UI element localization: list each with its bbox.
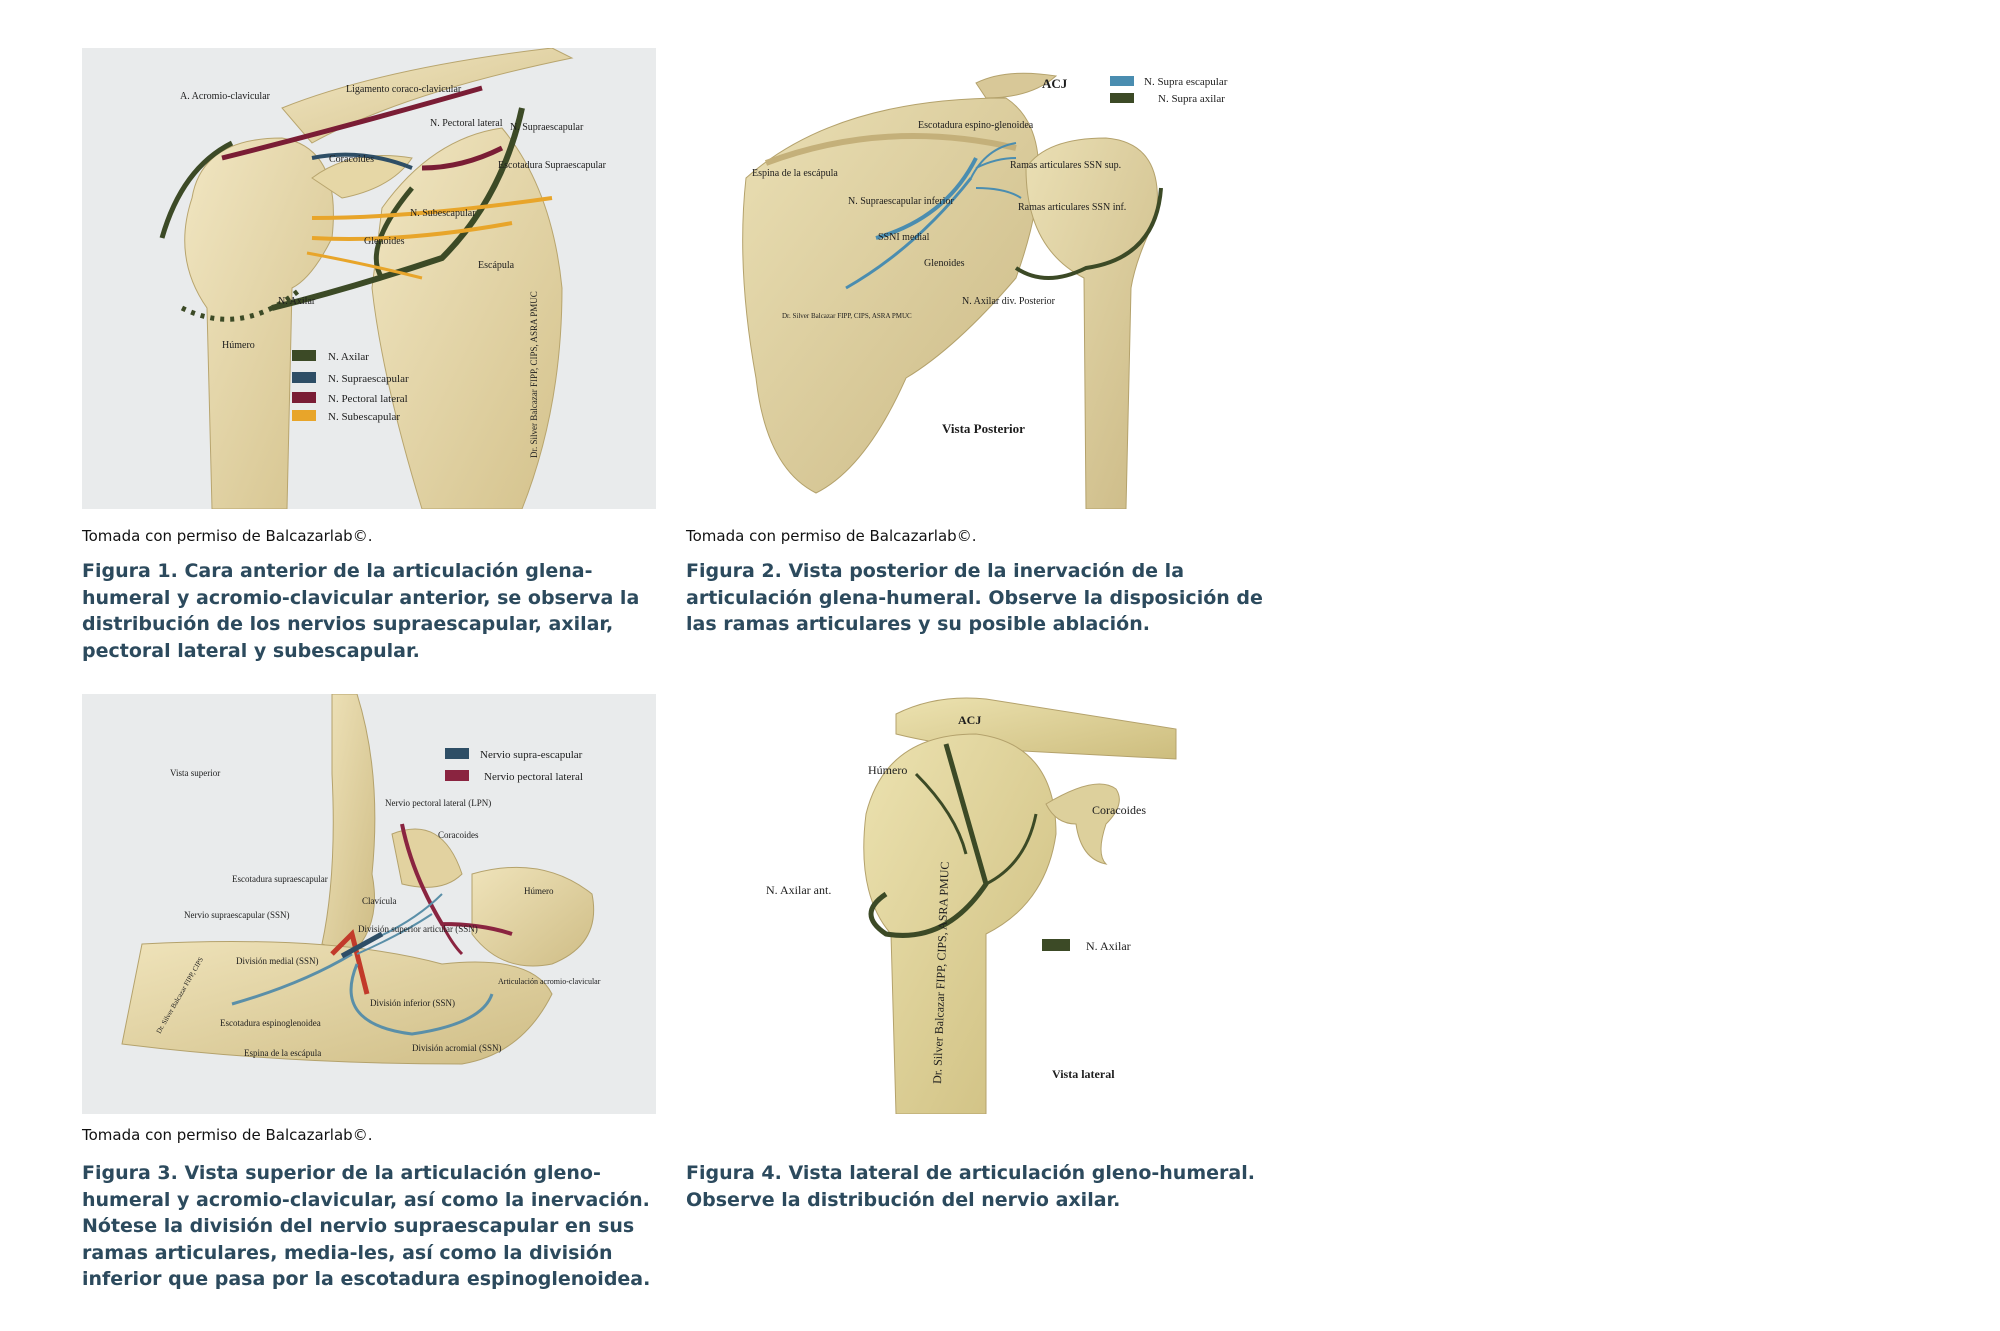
figure-3-image: Vista superior Nervio pectoral lateral (… (82, 694, 656, 1114)
label-escotadura: Escotadura Supraescapular (498, 160, 607, 171)
label-supra-inf: N. Supraescapular inferior (848, 196, 954, 207)
label-coracoides: Coracoides (438, 830, 479, 840)
label-div-medial: División medial (SSN) (236, 956, 319, 966)
label-pectoral: Nervio pectoral lateral (LPN) (385, 798, 491, 808)
label-coracoides: Coracoides (1092, 803, 1146, 817)
legend-swatch (1110, 93, 1134, 103)
caption-label: Figura 4. (686, 1162, 782, 1184)
figure-2-image: ACJ Escotadura espino-glenoidea Espina d… (686, 48, 1260, 509)
caption-label: Figura 1. (82, 560, 178, 582)
label-div-inf: División inferior (SSN) (370, 998, 455, 1008)
label-escotadura: Escotadura espino-glenoidea (918, 120, 1034, 131)
caption-label: Figura 3. (82, 1162, 178, 1184)
legend-swatch (292, 350, 316, 361)
legend-label: N. Pectoral lateral (328, 393, 408, 405)
label-ramas-sup: Ramas articulares SSN sup. (1010, 160, 1121, 171)
label-humero: Húmero (868, 763, 907, 777)
label-pectoral: N. Pectoral lateral (430, 118, 503, 129)
caption-label: Figura 2. (686, 560, 782, 582)
label-vista: Vista Posterior (942, 421, 1025, 436)
label-ligamento: Ligamento coraco-clavicular (346, 84, 462, 95)
legend-label: N. Supra escapular (1144, 76, 1228, 88)
label-glenoides: Glenoides (924, 258, 965, 269)
figure-4-caption: Figura 4. Vista lateral de articulación … (686, 1160, 1276, 1213)
label-escapula: Escápula (478, 260, 515, 271)
label-escotadura-espino: Escotadura espinoglenoidea (220, 1018, 321, 1028)
figure-2-caption: Figura 2. Vista posterior de la inervaci… (686, 558, 1276, 638)
watermark: Dr. Silver Balcazar FIPP, CIPS, ASRA PMU… (529, 291, 539, 458)
legend-swatch (445, 770, 469, 781)
label-subescapular: N. Subescapular (410, 208, 476, 219)
figure-1-image: A. Acromio-clavicular Ligamento coraco-c… (82, 48, 656, 509)
figure-2-credit: Tomada con permiso de Balcazarlab©. (686, 527, 977, 545)
figure-1-credit: Tomada con permiso de Balcazarlab©. (82, 527, 373, 545)
label-ramas-inf: Ramas articulares SSN inf. (1018, 202, 1126, 213)
label-coracoides: Coracoides (329, 154, 374, 165)
legend-label: N. Supra axilar (1158, 93, 1225, 105)
legend-label: Nervio supra-escapular (480, 749, 583, 761)
label-acromio: A. Acromio-clavicular (180, 91, 271, 102)
label-espina: Espina de la escápula (752, 168, 838, 179)
legend-label: Nervio pectoral lateral (484, 771, 583, 783)
label-supraescapular: N. Supraescapular (510, 122, 584, 133)
label-axilar-ant: N. Axilar ant. (766, 883, 831, 897)
caption-text: Cara anterior de la articulación glena-h… (82, 560, 640, 662)
caption-text: Vista superior de la articulación gleno-… (82, 1162, 651, 1290)
legend-swatch (292, 372, 316, 383)
figure-3-credit: Tomada con permiso de Balcazarlab©. (82, 1126, 373, 1144)
legend-swatch (1042, 939, 1070, 951)
watermark: Dr. Silver Balcazar FIPP, CIPS, ASRA PMU… (782, 312, 912, 320)
caption-text: Vista lateral de articulación gleno-hume… (686, 1162, 1255, 1211)
label-humero: Húmero (524, 886, 554, 896)
figure-1-caption: Figura 1. Cara anterior de la articulaci… (82, 558, 672, 664)
label-acj: ACJ (1042, 76, 1068, 91)
caption-text: Vista posterior de la inervación de la a… (686, 560, 1263, 635)
legend-label: N. Axilar (328, 351, 369, 363)
label-espina: Espina de la escápula (244, 1048, 321, 1058)
label-escotadura-supra: Escotadura supraescapular (232, 874, 328, 884)
figure-4-image: ACJ Húmero Coracoides N. Axilar ant. Dr.… (686, 694, 1260, 1114)
legend-label: N. Subescapular (328, 411, 400, 423)
label-vista: Vista superior (170, 768, 220, 778)
label-vista: Vista lateral (1052, 1067, 1115, 1081)
label-axilar-post: N. Axilar div. Posterior (962, 296, 1056, 307)
legend-label: N. Supraescapular (328, 373, 409, 385)
label-div-acromial: División acromial (SSN) (412, 1043, 502, 1053)
label-ssni: SSNI medial (878, 232, 930, 243)
legend-swatch (292, 410, 316, 421)
figure-3-caption: Figura 3. Vista superior de la articulac… (82, 1160, 672, 1293)
legend-swatch (1110, 76, 1134, 86)
legend-swatch (445, 748, 469, 759)
legend-label: N. Axilar (1086, 939, 1131, 953)
label-ssn: Nervio supraescapular (SSN) (184, 910, 289, 920)
label-div-sup: División superior articular (SSN) (358, 924, 478, 934)
label-acj: ACJ (958, 713, 981, 727)
label-clavicula: Clavícula (362, 896, 397, 906)
legend-swatch (292, 392, 316, 403)
label-articulacion: Articulación acromio-clavicular (498, 977, 601, 986)
label-humero: Húmero (222, 340, 255, 351)
label-axilar: N. Axilar (278, 296, 316, 307)
label-glenoides: Glenoides (364, 236, 405, 247)
